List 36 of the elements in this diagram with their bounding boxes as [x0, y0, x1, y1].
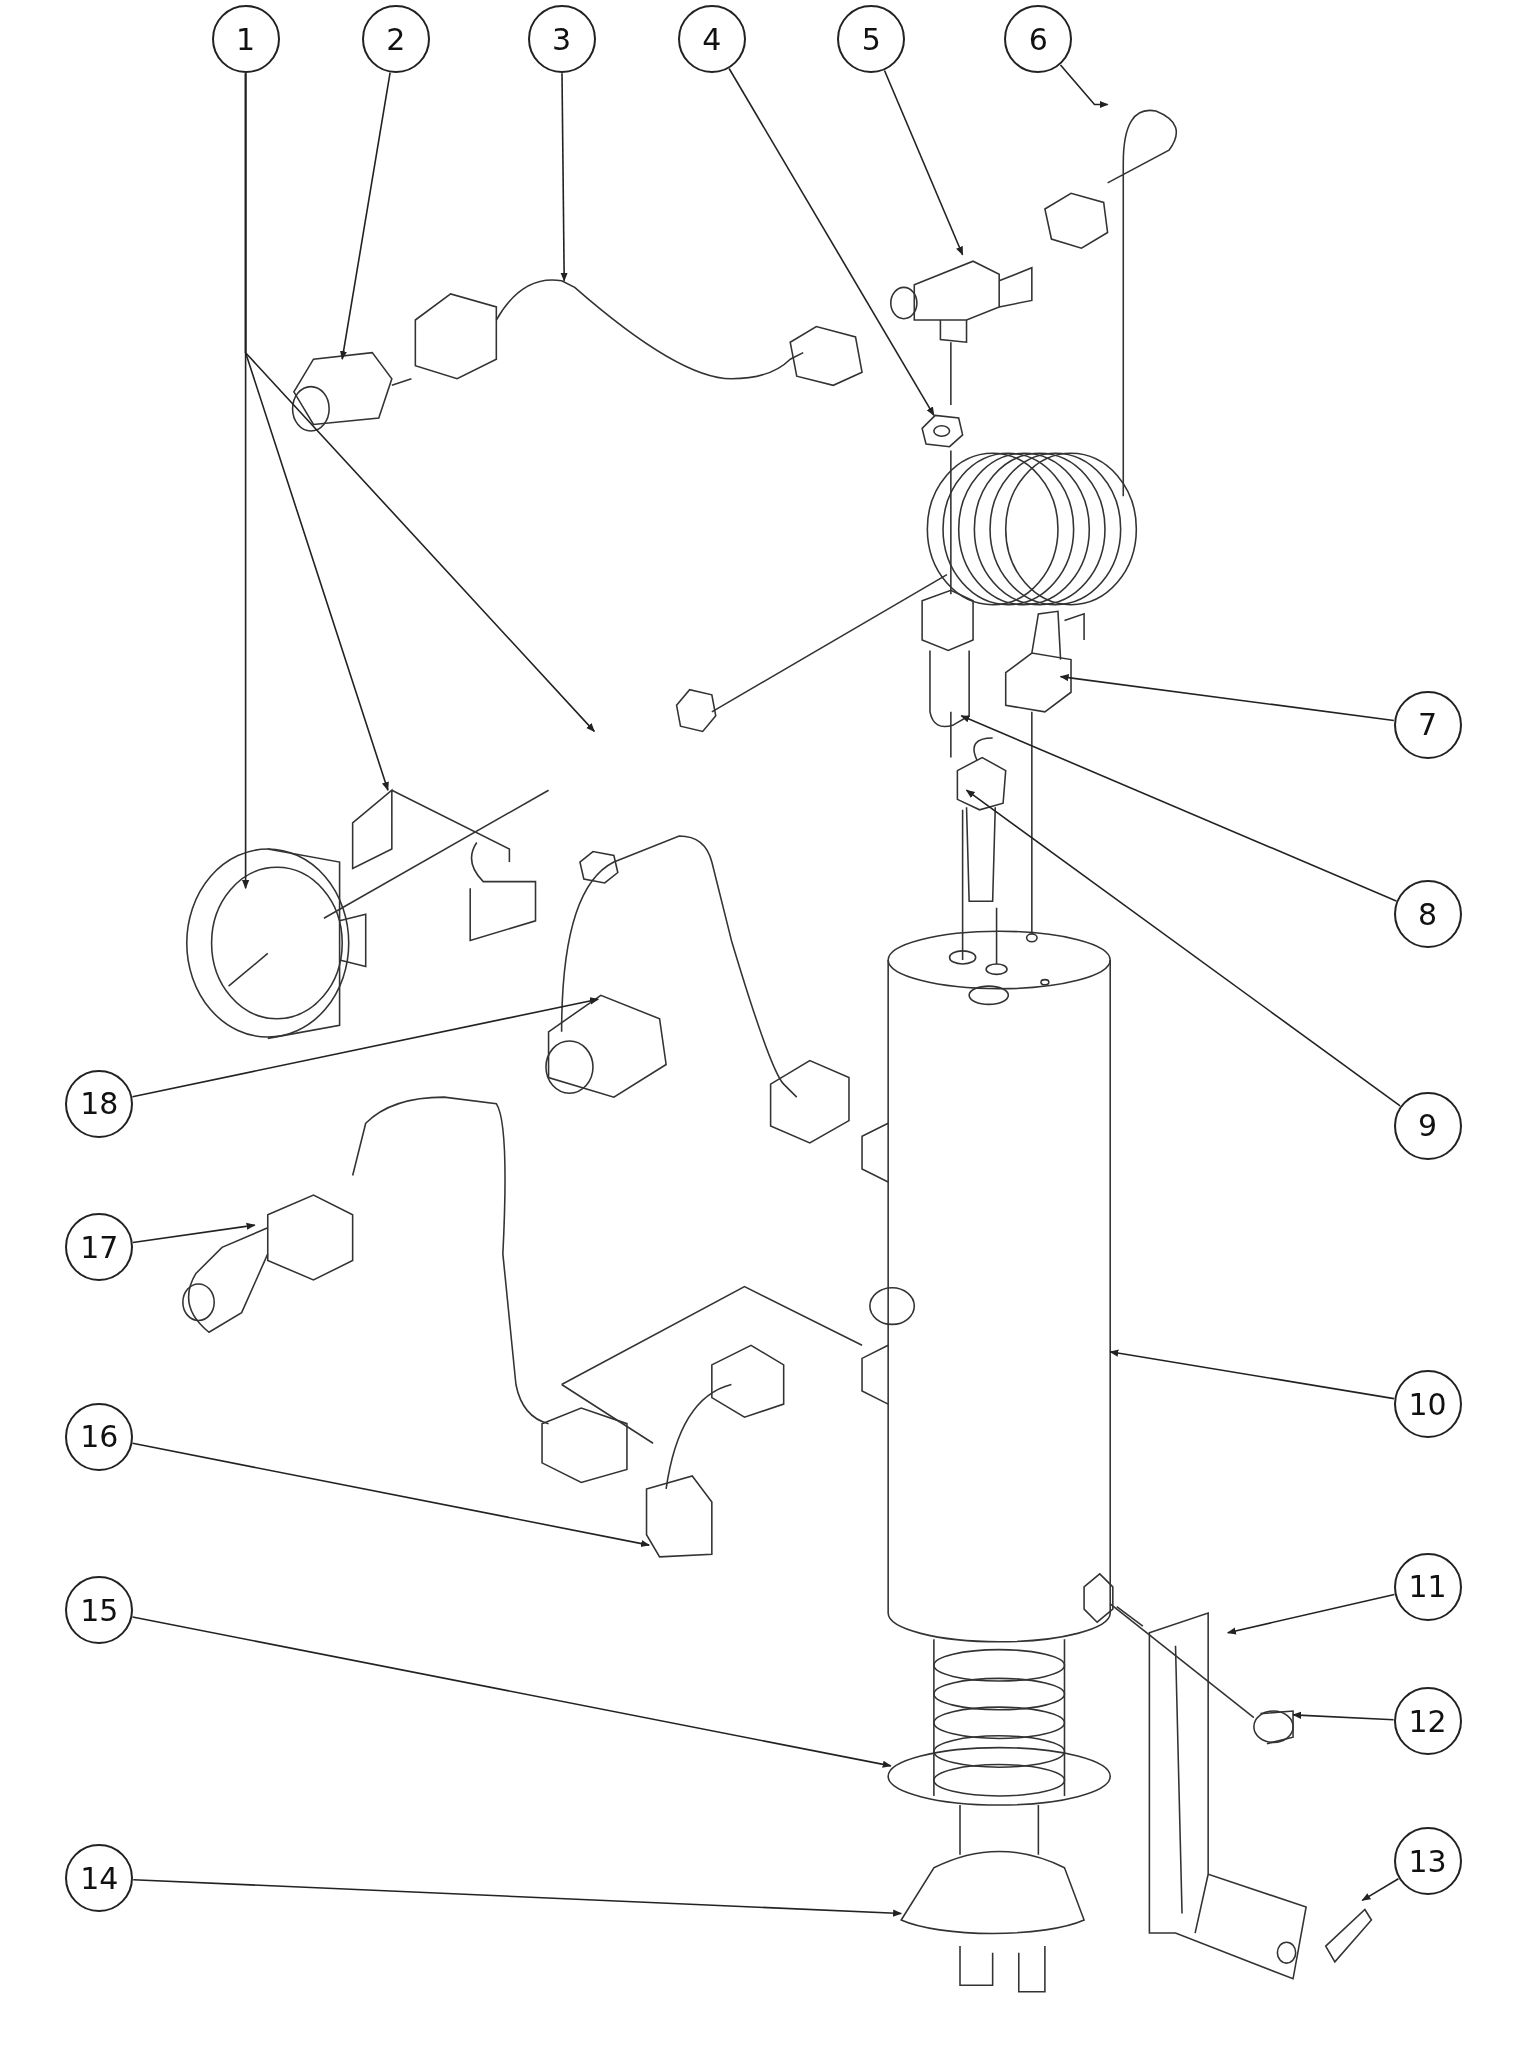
- leader-line: [965, 789, 1401, 1107]
- leader-line: [131, 1442, 650, 1548]
- leader-line: [1109, 1349, 1395, 1400]
- leader-line: [560, 72, 568, 282]
- leader-line: [728, 67, 935, 417]
- leader-line: [131, 997, 600, 1098]
- callout-number: 8: [1393, 880, 1462, 949]
- callout-number: 5: [837, 5, 906, 74]
- callout-number: 2: [361, 5, 430, 74]
- leader-line: [1059, 64, 1109, 109]
- leader-line: [244, 72, 596, 733]
- callout-number: 6: [1004, 5, 1073, 74]
- callout-number: 3: [527, 5, 596, 74]
- leader-line: [1226, 1593, 1396, 1635]
- callout-number: 17: [65, 1213, 134, 1282]
- callout-number: 11: [1393, 1552, 1462, 1621]
- leader-line: [1292, 1711, 1395, 1721]
- callout-number: 9: [1393, 1091, 1462, 1160]
- leader-line: [132, 1222, 256, 1244]
- callout-number: 14: [65, 1844, 134, 1913]
- callout-number: 12: [1393, 1687, 1462, 1756]
- leader-line: [960, 715, 1398, 902]
- callout-number: 10: [1393, 1370, 1462, 1439]
- leader-line: [1361, 1877, 1400, 1902]
- leader-line: [1059, 674, 1395, 722]
- callout-number: 16: [65, 1402, 134, 1471]
- leader-line: [131, 1616, 892, 1768]
- leader-line: [340, 71, 391, 361]
- callout-number: 4: [677, 5, 746, 74]
- callout-number: 13: [1393, 1827, 1462, 1896]
- callout-number: 1: [211, 5, 280, 74]
- leader-line: [132, 1878, 903, 1917]
- callout-number: 18: [65, 1069, 134, 1138]
- callout-number: 7: [1393, 690, 1462, 759]
- callout-number: 15: [65, 1576, 134, 1645]
- leader-line: [883, 69, 964, 256]
